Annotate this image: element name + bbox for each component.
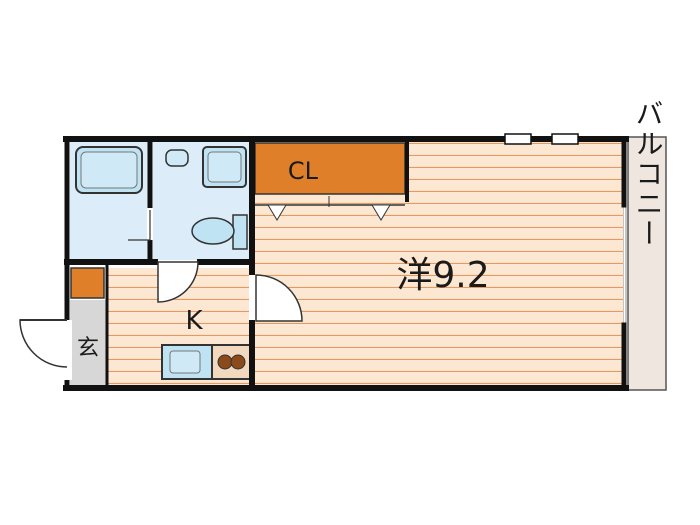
entry-door-swing — [19, 319, 68, 368]
burner-left — [217, 354, 233, 370]
top-window-2 — [551, 133, 579, 145]
entrance-floor — [70, 300, 107, 385]
faucet-fixture — [165, 149, 189, 167]
toilet-tank — [232, 214, 248, 250]
shoe-cabinet — [70, 267, 105, 299]
entrance-label: 玄 — [77, 336, 99, 361]
closet-door-left — [267, 204, 287, 221]
balcony-label: バルコニー — [632, 99, 665, 249]
closet-door-right — [371, 204, 391, 221]
toilet-bowl — [191, 217, 235, 245]
western-room-label: 洋9.2 — [396, 255, 489, 296]
toilet-door-swing — [157, 261, 199, 303]
closet-label: CL — [288, 157, 319, 185]
balcony-area — [627, 136, 667, 391]
closet — [254, 142, 406, 195]
top-window-1 — [504, 133, 532, 145]
burner-right — [230, 354, 246, 370]
room-door-swing — [255, 274, 303, 322]
kitchen-label: K — [185, 306, 203, 336]
bath-door-swing — [128, 210, 151, 241]
